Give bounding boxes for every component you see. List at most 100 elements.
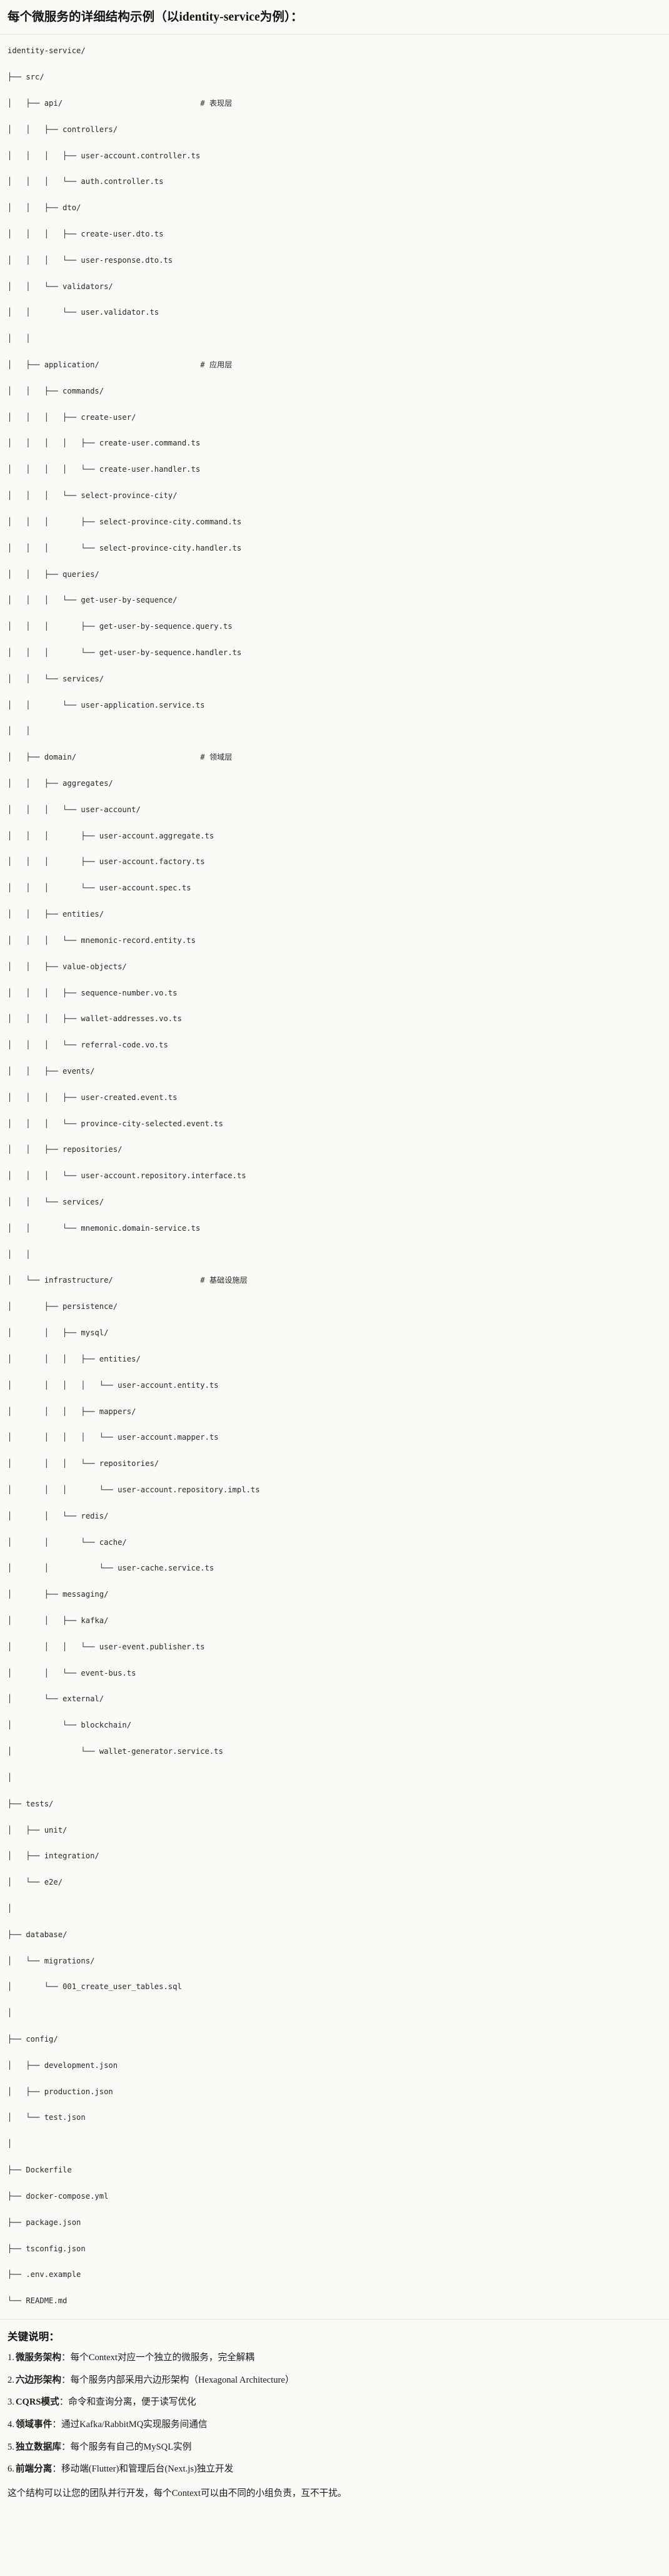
tree-line-comment: # 基础设施层 [200, 1276, 248, 1285]
tree-line-comment: # 表现层 [200, 98, 233, 108]
tree-line: │ │ ├── aggregates/ [8, 779, 113, 788]
key-point-body: 六边形架构：每个服务内部采用六边形架构（Hexagonal Architectu… [16, 2373, 661, 2388]
tree-line: │ ├── development.json [8, 2060, 118, 2070]
tree-line: │ │ │ ├── user-created.event.ts [8, 1092, 178, 1102]
tree-line: │ │ │ └── user-account.repository.impl.t… [8, 1485, 260, 1494]
key-point-description: 命令和查询分离，便于读写优化 [68, 2397, 196, 2408]
tree-line: │ │ │ │ └── user-account.entity.ts [8, 1380, 219, 1390]
tree-line: │ │ └── user.validator.ts [8, 308, 159, 317]
tree-line: │ [8, 2008, 13, 2018]
tree-line: │ │ │ └── select-province-city/ [8, 491, 178, 501]
tree-line-comment: # 应用层 [200, 360, 233, 370]
key-point-description: 每个服务内部采用六边形架构（Hexagonal Architecture） [70, 2375, 294, 2385]
page-title: 每个微服务的详细结构示例（以identity-service为例）： [8, 11, 303, 24]
tree-line: ├── config/ [8, 2035, 58, 2044]
tree-line: │ │ │ └── province-city-selected.event.t… [8, 1119, 223, 1128]
key-point-separator: ： [61, 2353, 71, 2363]
tree-line: ├── src/ [8, 73, 44, 82]
tree-line: │ │ │ │ └── user-account.mapper.ts [8, 1433, 219, 1442]
key-points-title: 关键说明： [8, 2331, 59, 2343]
key-point-item: 2.六边形架构：每个服务内部采用六边形架构（Hexagonal Architec… [8, 2373, 661, 2388]
key-points-footer: 这个结构可以让您的团队并行开发，每个Context可以由不同的小组负责，互不干扰… [8, 2488, 347, 2498]
tree-line: │ │ │ ├── create-user.dto.ts [8, 229, 164, 238]
document-header: 每个微服务的详细结构示例（以identity-service为例）： [0, 0, 669, 35]
tree-line: │ │ ├── dto/ [8, 203, 81, 213]
key-point-term: 微服务架构 [15, 2353, 61, 2363]
tree-line: │ └── 001_create_user_tables.sql [8, 1982, 182, 1992]
tree-line: │ │ │ └── user-response.dto.ts [8, 255, 173, 265]
key-point-number: 1. [8, 2353, 14, 2363]
tree-line: ├── Dockerfile [8, 2166, 72, 2175]
key-point-term: CQRS模式 [15, 2397, 59, 2408]
tree-line: │ │ ├── entities/ [8, 910, 104, 919]
tree-line: │ │ │ │ └── create-user.handler.ts [8, 465, 201, 474]
tree-line: │ │ │ ├── mappers/ [8, 1407, 136, 1416]
tree-line: │ │ └── redis/ [8, 1511, 109, 1520]
tree-line: │ [8, 1773, 13, 1782]
tree-line: │ [8, 1903, 13, 1913]
key-point-item: 6.前端分离：移动端(Flutter)和管理后台(Next.js)独立开发 [8, 2462, 661, 2477]
tree-line: │ │ │ ├── user-account.aggregate.ts [8, 831, 214, 840]
tree-line: │ │ │ ├── sequence-number.vo.ts [8, 988, 178, 997]
tree-line: │ └── infrastructure/ # 基础设施层 [8, 1276, 248, 1285]
tree-line: │ │ ├── kafka/ [8, 1616, 109, 1626]
tree-line: │ │ │ └── repositories/ [8, 1459, 159, 1469]
tree-line: │ │ │ ├── wallet-addresses.vo.ts [8, 1014, 182, 1024]
tree-line: │ │ [8, 726, 31, 736]
key-point-body: CQRS模式：命令和查询分离，便于读写优化 [16, 2395, 661, 2410]
tree-line: ├── tests/ [8, 1799, 54, 1808]
key-point-term: 六边形架构 [15, 2375, 61, 2385]
tree-line: │ └── test.json [8, 2113, 86, 2122]
key-point-body: 前端分离：移动端(Flutter)和管理后台(Next.js)独立开发 [16, 2462, 661, 2477]
tree-line: │ ├── production.json [8, 2087, 113, 2096]
key-point-item: 1.微服务架构：每个Context对应一个独立的微服务，完全解耦 [8, 2351, 661, 2365]
tree-line: ├── tsconfig.json [8, 2244, 86, 2253]
tree-line: │ ├── unit/ [8, 1825, 68, 1835]
tree-line: ├── docker-compose.yml [8, 2191, 109, 2201]
tree-line: │ └── e2e/ [8, 1878, 63, 1887]
key-point-description: 每个服务有自己的MySQL实例 [70, 2441, 192, 2452]
tree-line: │ ├── persistence/ [8, 1302, 118, 1311]
tree-line: │ │ └── event-bus.ts [8, 1668, 136, 1677]
tree-line: │ ├── api/ # 表现层 [8, 98, 233, 108]
key-point-body: 领域事件：通过Kafka/RabbitMQ实现服务间通信 [16, 2418, 661, 2432]
tree-line: │ │ └── user-application.service.ts [8, 700, 205, 710]
tree-line: │ └── blockchain/ [8, 1721, 132, 1730]
key-point-body: 独立数据库：每个服务有自己的MySQL实例 [16, 2440, 661, 2455]
tree-line: │ │ └── services/ [8, 1198, 104, 1207]
tree-line: ├── package.json [8, 2217, 81, 2227]
tree-line: │ │ │ └── user-account/ [8, 805, 141, 814]
tree-line: │ │ └── user-cache.service.ts [8, 1564, 214, 1573]
tree-line: │ │ │ ├── select-province-city.command.t… [8, 517, 242, 526]
tree-line: │ └── wallet-generator.service.ts [8, 1747, 223, 1756]
key-point-number: 2. [8, 2375, 14, 2385]
tree-line: │ │ ├── queries/ [8, 569, 99, 579]
tree-line: │ ├── messaging/ [8, 1590, 109, 1599]
tree-line: │ │ │ └── select-province-city.handler.t… [8, 543, 242, 552]
tree-line: │ │ │ └── referral-code.vo.ts [8, 1041, 168, 1050]
key-point-description: 移动端(Flutter)和管理后台(Next.js)独立开发 [61, 2464, 234, 2475]
key-point-body: 微服务架构：每个Context对应一个独立的微服务，完全解耦 [16, 2351, 661, 2365]
tree-line: │ │ └── mnemonic.domain-service.ts [8, 1223, 201, 1233]
key-point-item: 3.CQRS模式：命令和查询分离，便于读写优化 [8, 2395, 661, 2410]
tree-line: │ │ │ │ ├── create-user.command.ts [8, 439, 201, 448]
tree-line: │ │ │ └── user-account.repository.interf… [8, 1171, 246, 1181]
tree-line: │ │ │ └── mnemonic-record.entity.ts [8, 935, 196, 945]
tree-line: │ │ ├── commands/ [8, 386, 104, 395]
key-point-separator: ： [61, 2441, 71, 2452]
key-point-term: 领域事件 [15, 2419, 53, 2430]
key-point-separator: ： [59, 2397, 69, 2408]
key-point-number: 6. [8, 2464, 14, 2475]
tree-line: identity-service/ [8, 46, 86, 56]
tree-line: │ │ └── cache/ [8, 1537, 127, 1547]
key-point-number: 4. [8, 2419, 14, 2430]
tree-line: │ ├── integration/ [8, 1851, 99, 1861]
directory-tree-block: identity-service/ ├── src/ │ ├── api/ # … [0, 34, 669, 2320]
tree-line: │ │ ├── mysql/ [8, 1328, 109, 1338]
key-point-number: 5. [8, 2441, 14, 2452]
tree-line: ├── database/ [8, 1930, 68, 1939]
tree-line: │ │ │ ├── user-account.controller.ts [8, 151, 201, 160]
tree-line: │ │ [8, 334, 31, 344]
